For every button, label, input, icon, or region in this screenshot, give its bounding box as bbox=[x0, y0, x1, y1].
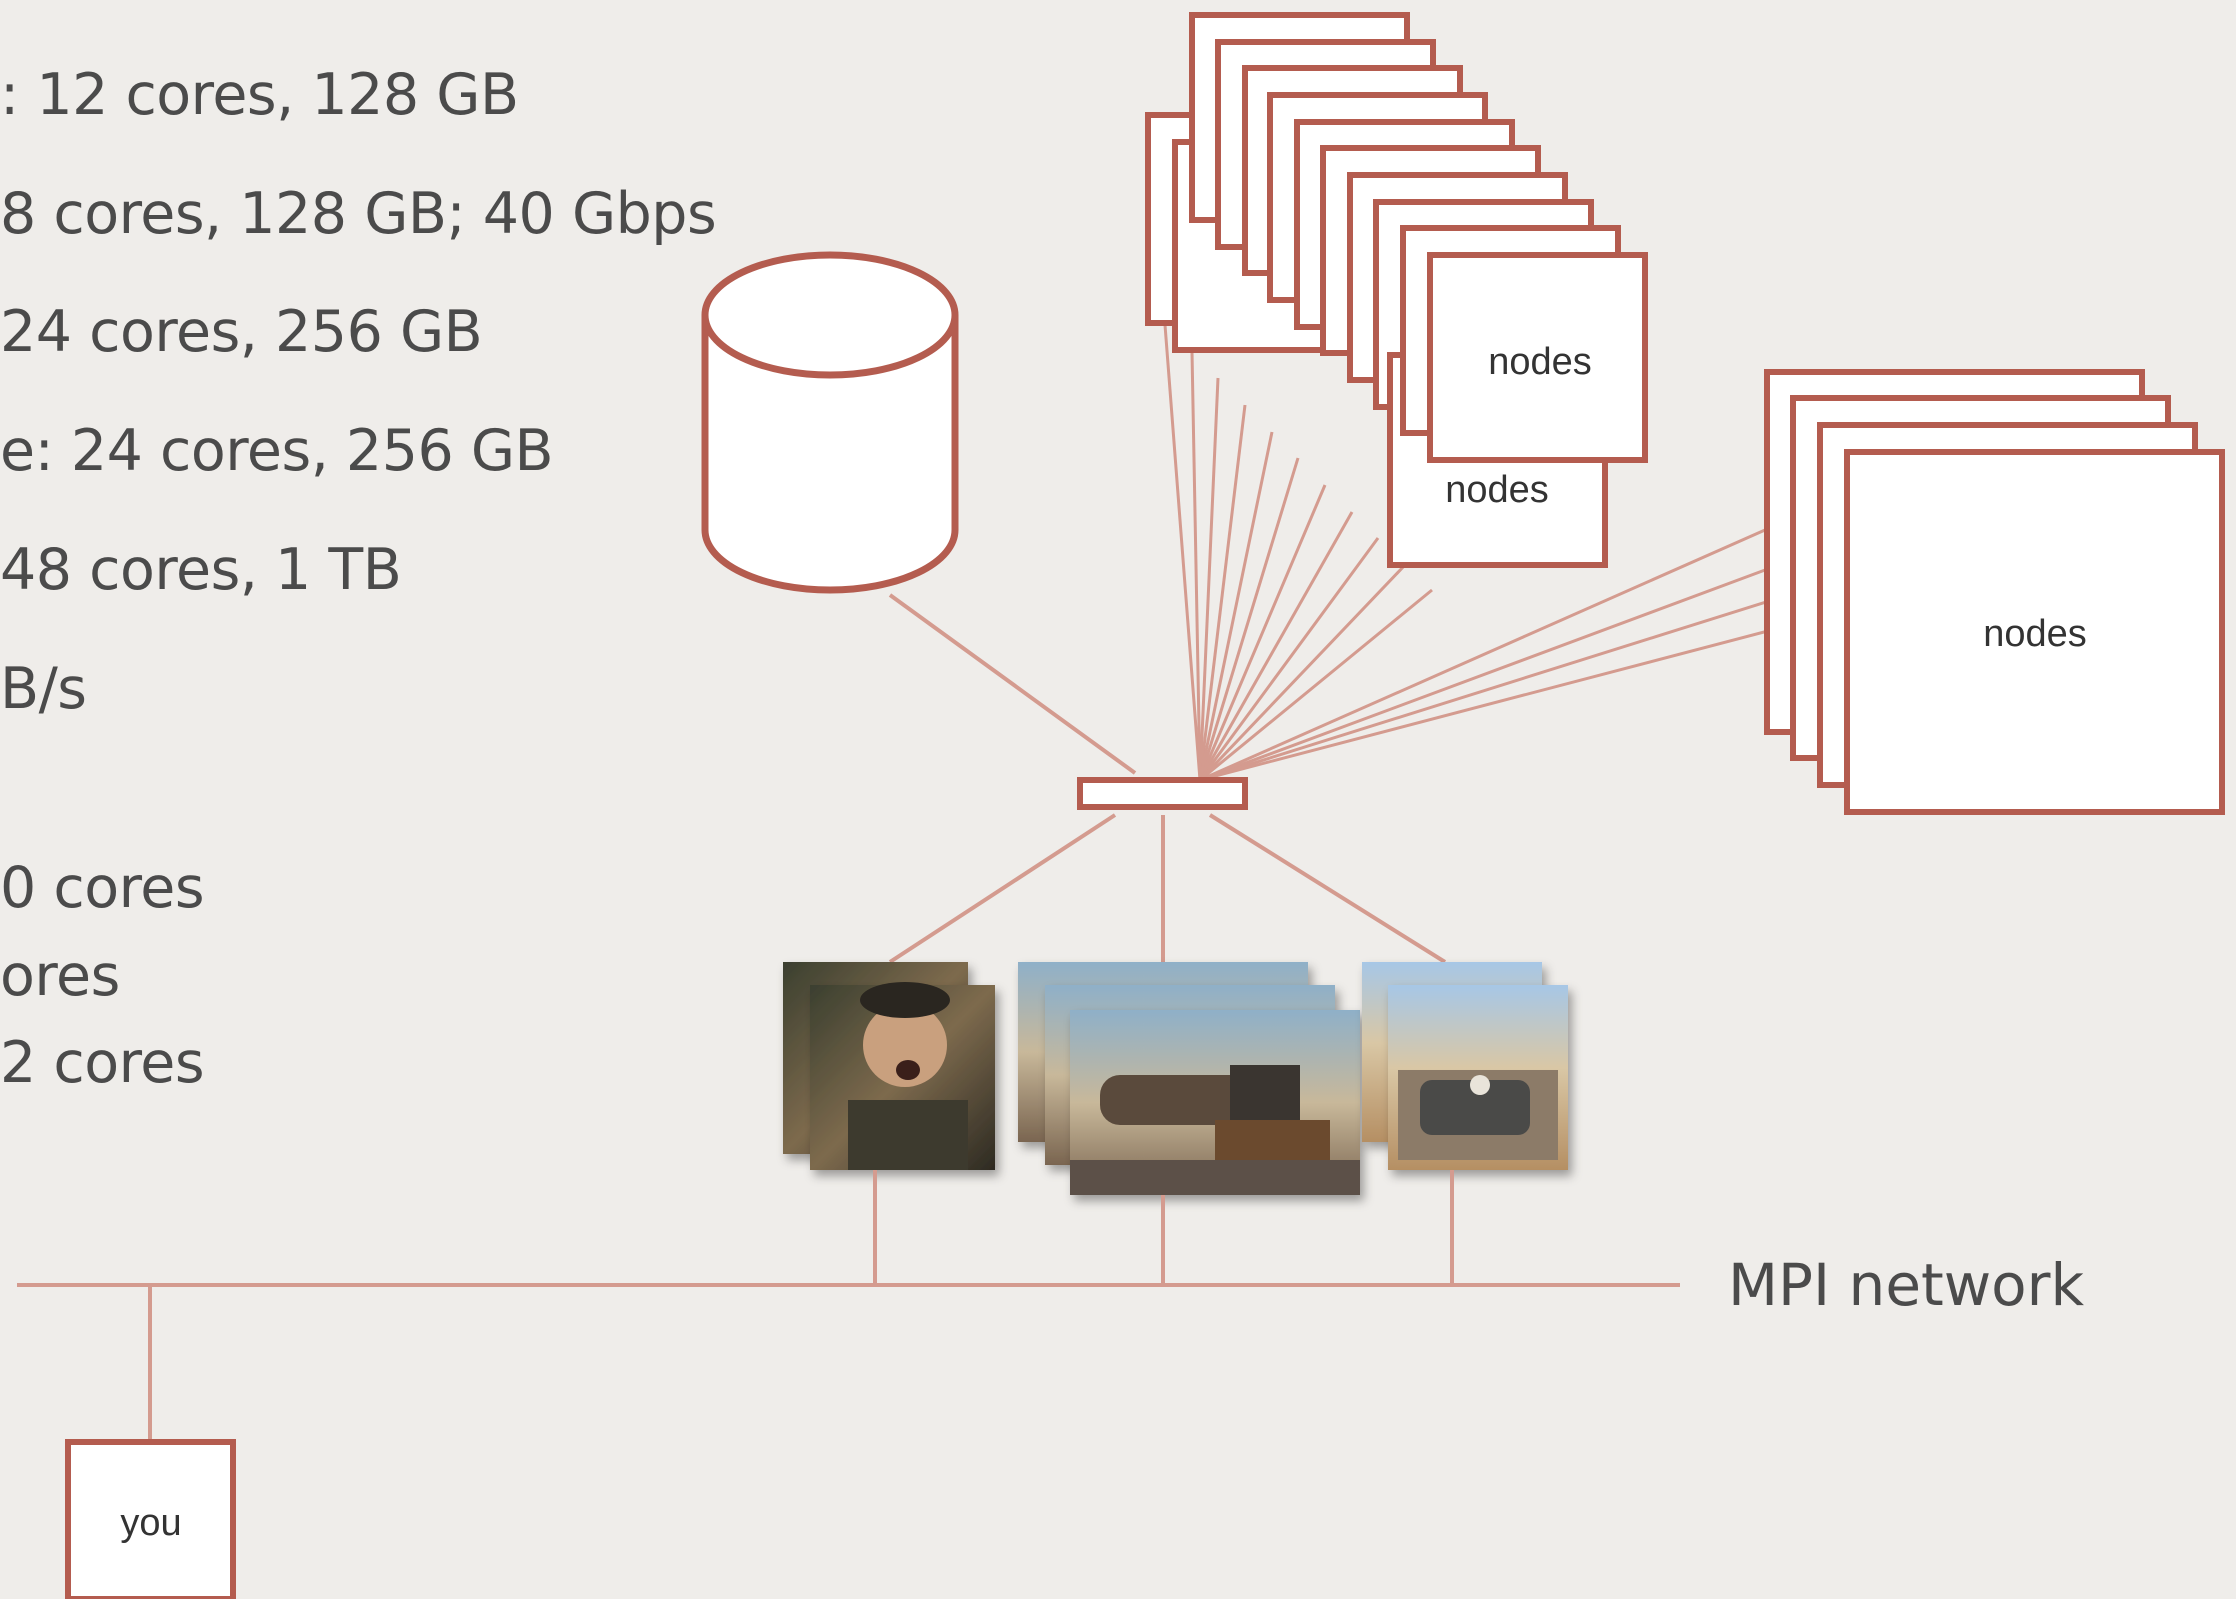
spec-line-6: B/s bbox=[0, 656, 87, 722]
nodes-label-mid: nodes bbox=[1445, 469, 1549, 511]
spec-line-8: ores bbox=[0, 943, 120, 1009]
nodes-label-front: nodes bbox=[1488, 341, 1592, 383]
right-stack-links bbox=[1199, 528, 1849, 782]
furiosa-photo-stack bbox=[783, 962, 995, 1170]
nodes-label-right: nodes bbox=[1983, 613, 2087, 655]
node-stack-upper bbox=[1145, 12, 1648, 568]
storage-link bbox=[888, 593, 1137, 775]
spec-line-2: 8 cores, 128 GB; 40 Gbps bbox=[0, 181, 717, 247]
mpi-network-label: MPI network bbox=[1728, 1251, 2085, 1319]
switch-to-machines-links bbox=[888, 813, 1447, 964]
storage-cylinder-icon bbox=[701, 251, 959, 594]
node-stack-links bbox=[1163, 324, 1433, 782]
spec-line-5: 48 cores, 1 TB bbox=[0, 537, 402, 603]
you-label: you bbox=[120, 1502, 181, 1544]
spec-line-1: : 12 cores, 128 GB bbox=[0, 62, 519, 128]
spec-line-7: 0 cores bbox=[0, 855, 205, 921]
switch-icon bbox=[1077, 777, 1248, 810]
spec-line-4: e: 24 cores, 256 GB bbox=[0, 418, 554, 484]
spec-line-3: 24 cores, 256 GB bbox=[0, 299, 483, 365]
node-stack-right bbox=[1764, 369, 2225, 815]
machines-to-bus-links bbox=[873, 1170, 1454, 1285]
interceptor-car-photo-stack bbox=[1362, 962, 1568, 1170]
war-rig-truck-photo-stack bbox=[1018, 962, 1360, 1195]
you-box bbox=[65, 1439, 236, 1599]
spec-line-9: 2 cores bbox=[0, 1030, 205, 1096]
